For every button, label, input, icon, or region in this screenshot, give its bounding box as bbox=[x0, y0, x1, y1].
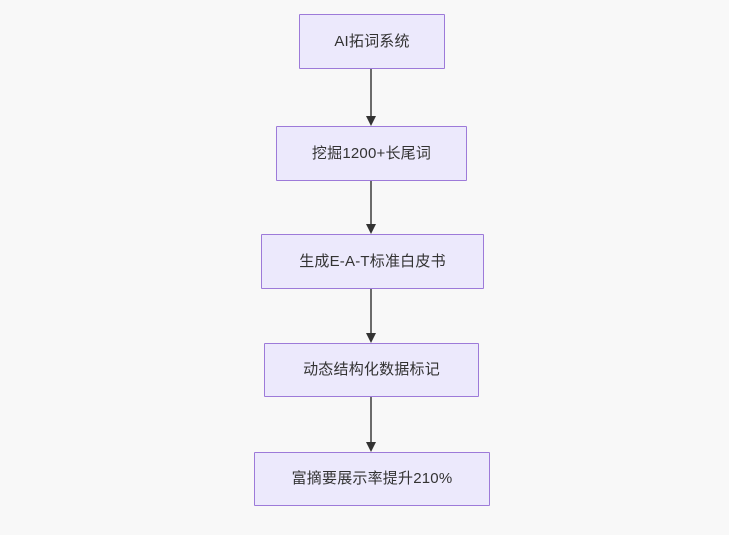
arrowhead-icon bbox=[366, 224, 376, 234]
flow-node-label: AI拓词系统 bbox=[334, 32, 410, 50]
edge-n4-n5 bbox=[366, 397, 376, 452]
flow-node-label: 生成E-A-T标准白皮书 bbox=[299, 252, 446, 270]
edge-n3-n4 bbox=[366, 289, 376, 343]
flow-node-generate-eat-whitepaper[interactable]: 生成E-A-T标准白皮书 bbox=[261, 234, 484, 289]
flow-node-label: 动态结构化数据标记 bbox=[303, 361, 440, 378]
flow-node-mine-longtail-keywords[interactable]: 挖掘1200+长尾词 bbox=[276, 126, 467, 181]
flow-node-label: 挖掘1200+长尾词 bbox=[311, 144, 432, 162]
arrowhead-icon bbox=[366, 333, 376, 343]
flow-node-ai-keyword-system[interactable]: AI拓词系统 bbox=[299, 14, 445, 69]
flow-node-dynamic-structured-data-markup[interactable]: 动态结构化数据标记 bbox=[264, 343, 479, 397]
edge-n1-n2 bbox=[366, 69, 376, 126]
edge-n2-n3 bbox=[366, 181, 376, 234]
flow-node-rich-snippet-impression-lift[interactable]: 富摘要展示率提升210% bbox=[254, 452, 490, 506]
flow-node-label: 富摘要展示率提升210% bbox=[291, 470, 453, 487]
arrowhead-icon bbox=[366, 442, 376, 452]
arrowhead-icon bbox=[366, 116, 376, 126]
